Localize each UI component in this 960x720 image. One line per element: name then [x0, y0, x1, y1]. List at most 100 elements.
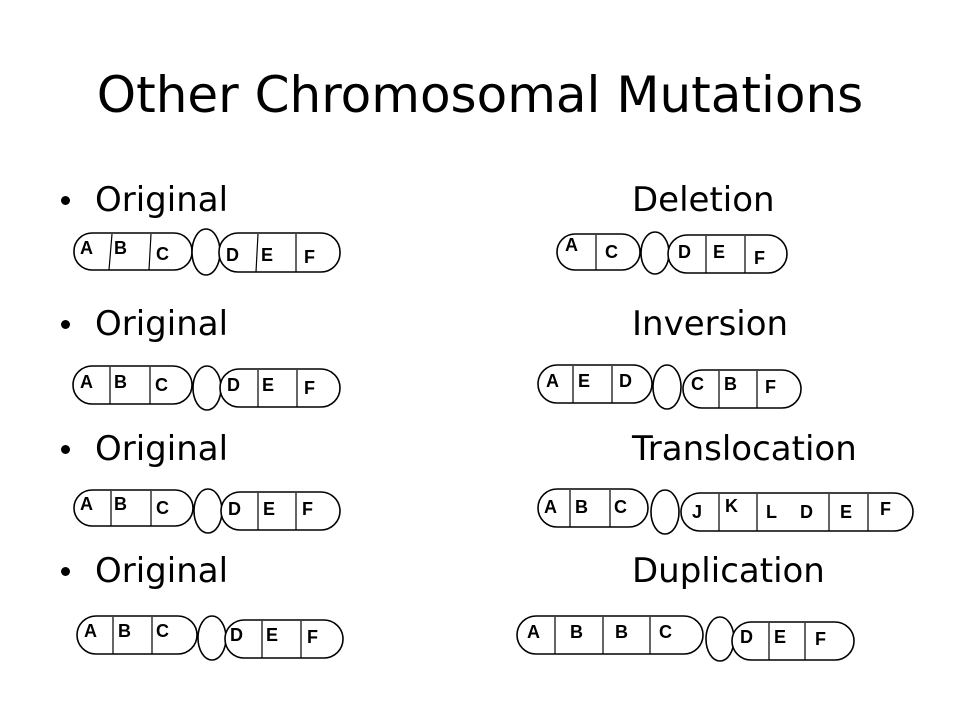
- chromosome-arm: [76, 615, 198, 655]
- band-label: A: [84, 621, 97, 641]
- chromosome-row-2-inversion: A E D C B F: [537, 364, 802, 410]
- band-label: C: [659, 622, 672, 642]
- band-label: C: [155, 375, 168, 395]
- row-3-left-label: Original: [95, 429, 229, 469]
- chromosome-row-3-translocation: A B C J K L D E F: [537, 488, 914, 535]
- chromosome-arm: [218, 232, 341, 273]
- band-label: D: [226, 245, 239, 265]
- chromosome-arm: [224, 619, 344, 659]
- band-label: A: [544, 497, 557, 517]
- band-label: D: [800, 502, 813, 522]
- chromosome-arm: [556, 233, 641, 271]
- band-label: F: [307, 627, 318, 647]
- band-label: C: [156, 244, 169, 264]
- band-label: C: [691, 374, 704, 394]
- band-label: E: [578, 371, 590, 391]
- row-3-right-label: Translocation: [632, 429, 857, 469]
- bullet-dot: [61, 196, 70, 205]
- centromere: [652, 364, 682, 410]
- band-label: D: [619, 371, 632, 391]
- chromosome-arm: [682, 369, 802, 409]
- centromere: [191, 228, 221, 276]
- centromere: [197, 615, 227, 661]
- chromosome-arm: [680, 492, 914, 532]
- band-label: E: [774, 627, 786, 647]
- row-1-right-label: Deletion: [632, 180, 775, 220]
- band-label: B: [118, 621, 131, 641]
- band-label: A: [546, 371, 559, 391]
- centromere: [705, 616, 735, 662]
- band-label: C: [614, 497, 627, 517]
- centromere: [193, 488, 223, 534]
- chromosome-arm: [731, 621, 855, 661]
- chromosome-arm: [537, 488, 649, 528]
- band-label: A: [527, 622, 540, 642]
- band-label: B: [615, 622, 628, 642]
- chromosome-arm: [73, 232, 193, 271]
- chromosome-row-1-deletion: A C D E F: [556, 231, 788, 275]
- chromosome-row-2-original: A B C D E F: [72, 365, 341, 411]
- chromosome-arm: [667, 234, 788, 274]
- chromosome-row-4-duplication: A B B C D E F: [516, 615, 855, 662]
- band-label: E: [262, 375, 274, 395]
- band-label: A: [80, 494, 93, 514]
- band-label: C: [605, 242, 618, 262]
- band-label: F: [765, 377, 776, 397]
- chromosome-arm: [72, 365, 193, 405]
- band-label: B: [575, 497, 588, 517]
- band-label: A: [80, 238, 93, 258]
- band-label: B: [724, 374, 737, 394]
- row-4-left-label: Original: [95, 551, 229, 591]
- centromere: [650, 489, 680, 535]
- band-label: F: [304, 378, 315, 398]
- band-label: K: [725, 496, 738, 516]
- centromere: [640, 231, 670, 275]
- row-2-right-label: Inversion: [632, 304, 789, 344]
- centromere: [192, 365, 222, 411]
- chromosome-arm: [219, 368, 341, 408]
- bullet-dot: [61, 320, 70, 329]
- band-label: F: [880, 499, 891, 519]
- row-1-left-label: Original: [95, 180, 229, 220]
- band-label: F: [754, 248, 765, 268]
- chromosome-row-1-original: A B C D E F: [73, 228, 341, 276]
- band-label: D: [678, 242, 691, 262]
- band-divider: [108, 233, 113, 271]
- band-label: D: [740, 627, 753, 647]
- band-label: E: [266, 625, 278, 645]
- chromosome-arm: [73, 489, 194, 527]
- row-2-left-label: Original: [95, 304, 229, 344]
- band-label: C: [156, 498, 169, 518]
- band-label: F: [302, 499, 313, 519]
- band-label: B: [570, 622, 583, 642]
- band-label: F: [815, 629, 826, 649]
- band-label: D: [228, 499, 241, 519]
- band-label: E: [713, 242, 725, 262]
- chromosome-arm: [220, 491, 341, 531]
- band-divider: [255, 233, 259, 273]
- band-label: B: [114, 238, 127, 258]
- band-label: B: [114, 372, 127, 392]
- band-label: A: [565, 235, 578, 255]
- bullet-dot: [61, 445, 70, 454]
- band-label: E: [263, 499, 275, 519]
- band-label: B: [114, 494, 127, 514]
- chromosome-arm: [537, 364, 653, 404]
- band-label: C: [156, 621, 169, 641]
- slide-title: Other Chromosomal Mutations: [96, 66, 864, 124]
- band-divider: [148, 233, 152, 271]
- band-label: E: [840, 502, 852, 522]
- band-label: F: [304, 247, 315, 267]
- band-label: J: [692, 502, 702, 522]
- band-label: D: [230, 625, 243, 645]
- band-label: E: [261, 245, 273, 265]
- band-label: D: [227, 375, 240, 395]
- band-label: A: [80, 372, 93, 392]
- band-label: L: [766, 502, 777, 522]
- chromosome-row-4-original: A B C D E F: [76, 615, 344, 661]
- row-4-right-label: Duplication: [632, 551, 825, 591]
- chromosome-row-3-original: A B C D E F: [73, 488, 341, 534]
- chromosome-arm: [516, 615, 704, 655]
